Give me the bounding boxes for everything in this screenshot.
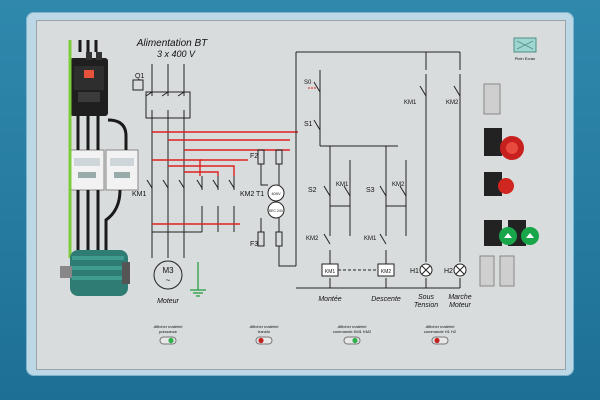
toggle-command-h-switch[interactable]	[431, 336, 449, 345]
toggle-power-led	[168, 337, 174, 344]
fullscreen-label: Plein Ecran	[515, 56, 535, 61]
label-motor-run-1: Marche	[448, 294, 471, 301]
power-circuit	[151, 64, 235, 258]
toggle-command-km-switch[interactable]	[343, 336, 361, 345]
toggle-power[interactable]: Afficher matériel puissance	[154, 324, 183, 345]
red-indicator-photo	[484, 172, 514, 196]
s0-label: S0	[304, 80, 312, 86]
h1-lamp	[419, 263, 433, 277]
motor-photo	[60, 250, 130, 296]
km2-coil	[377, 263, 395, 277]
km1-interlock-label: KM1	[364, 236, 377, 242]
km1-power-label: KM1	[132, 191, 147, 198]
toggle-power-switch[interactable]	[159, 336, 177, 345]
km1-h-label: KM1	[404, 100, 417, 106]
km2-interlock-label: KM2	[306, 236, 319, 242]
toggle-power-line1: Afficher matériel	[154, 324, 183, 329]
supply-title: Alimentation BT	[136, 38, 208, 49]
power-red-wires	[152, 131, 298, 225]
contactor-devices	[69, 149, 139, 191]
toggle-command-km-led	[352, 337, 358, 344]
transformer-primary-label: 400V	[271, 191, 281, 196]
control-circuit	[295, 51, 461, 289]
transformer-primary	[267, 184, 285, 202]
km1-aux-label: KM1	[336, 182, 349, 188]
toggle-transfo-line2: transfo	[258, 329, 271, 334]
stop-button-photo[interactable]	[483, 83, 524, 160]
s1-label: S1	[304, 121, 313, 128]
label-power-on-2: Tension	[414, 302, 438, 309]
km-power-contacts	[146, 179, 235, 189]
green-buttons-photo[interactable]	[484, 220, 539, 246]
motor-id: M3	[162, 266, 174, 275]
km1-coil-label: KM1	[325, 269, 336, 275]
toggle-command-km[interactable]: Afficher matériel commande KM1 KM2	[333, 324, 372, 345]
aux-blocks-photo	[479, 255, 515, 287]
device-cables	[76, 40, 128, 250]
transformer-secondary-label: SEC 24V	[269, 209, 284, 213]
km2-aux-label: KM2	[392, 182, 405, 188]
label-up: Montée	[318, 296, 341, 303]
s2-label: S2	[308, 187, 317, 194]
control-contacts	[313, 81, 461, 245]
toggle-transfo[interactable]: Afficher matériel transfo	[250, 324, 279, 345]
km2-coil-label: KM2	[381, 269, 392, 275]
toggle-command-h-led	[434, 337, 440, 344]
q1-label: Q1	[135, 73, 144, 80]
f2-label: F2	[250, 153, 258, 160]
s3-label: S3	[366, 187, 375, 194]
toggle-power-line2: puissance	[159, 329, 178, 334]
toggle-transfo-led	[258, 337, 264, 344]
km2-h-label: KM2	[446, 100, 459, 106]
t1-label: T1	[256, 191, 264, 198]
fullscreen-icon[interactable]	[513, 37, 537, 53]
motor-starter-device	[70, 52, 108, 116]
supply-voltage: 3 x 400 V	[157, 49, 196, 59]
label-motor-run-2: Moteur	[449, 302, 471, 309]
label-down: Descente	[371, 296, 401, 303]
toggle-command-h[interactable]: Afficher matériel commande H1 H2	[424, 324, 457, 345]
toggle-command-h-line1: Afficher matériel	[426, 324, 455, 329]
km2-power-label: KM2	[240, 191, 255, 198]
h1-label: H1	[410, 268, 419, 275]
f3-label: F3	[250, 241, 258, 248]
toggle-transfo-switch[interactable]	[255, 336, 273, 345]
q1-breaker	[132, 79, 191, 119]
motor-label: Moteur	[157, 298, 179, 305]
label-power-on-1: Sous	[418, 294, 434, 301]
toggle-command-km-line2: commande KM1 KM2	[333, 329, 372, 334]
h2-lamp	[453, 263, 467, 277]
toggle-command-km-line1: Afficher matériel	[338, 324, 367, 329]
motor-tilde: ~	[166, 276, 171, 285]
transformer-secondary	[267, 201, 285, 219]
transformer-wiring	[260, 164, 296, 267]
toggle-command-h-line2: commande H1 H2	[424, 329, 457, 334]
diagram-panel	[36, 20, 566, 370]
motor-symbol	[153, 260, 183, 290]
toggle-transfo-line1: Afficher matériel	[250, 324, 279, 329]
earth-symbol	[190, 262, 206, 297]
h2-label: H2	[444, 268, 453, 275]
